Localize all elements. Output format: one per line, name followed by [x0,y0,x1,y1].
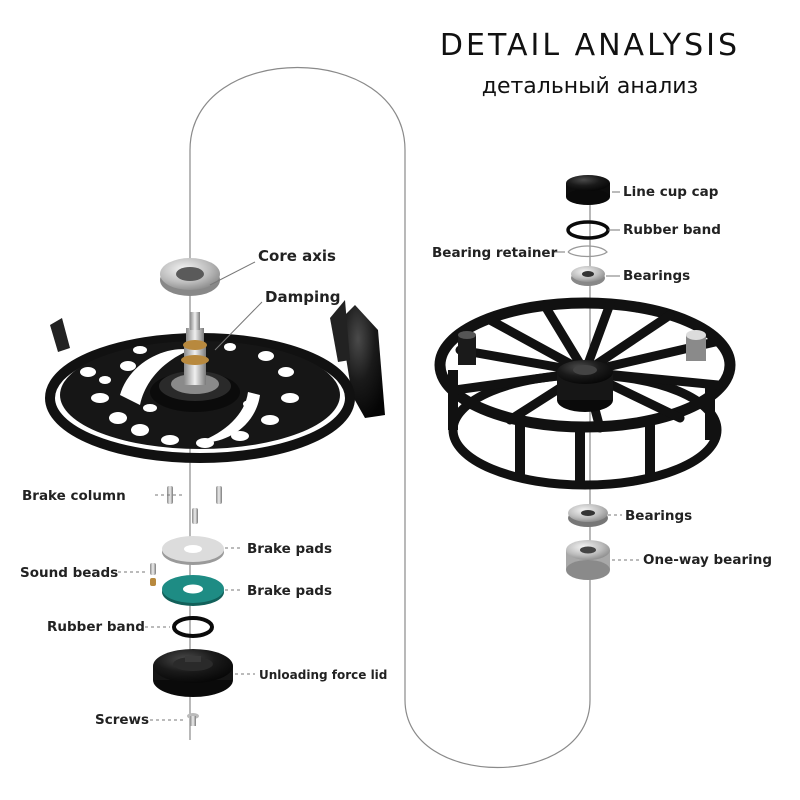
core-shaft [181,312,209,385]
label-brake-column: Brake column [22,488,126,504]
label-bearing-retainer: Bearing retainer [432,245,558,261]
label-brake-pads-1: Brake pads [247,541,333,557]
left-frame [45,300,385,463]
label-damping: Damping [265,288,341,306]
brake-columns [167,486,222,524]
label-brake-pads-2: Brake pads [247,583,333,599]
label-rubber-band-left: Rubber band [47,619,145,635]
rubber-band-right [566,220,610,240]
label-line-cup-cap: Line cup cap [623,184,719,200]
label-sound-beads: Sound beads [20,565,119,581]
core-axis-nut [160,258,220,296]
leader-lines [118,191,640,721]
bearing-retainer [567,245,608,258]
screw [187,713,199,726]
line-cup-cap [566,175,610,205]
bearing-top [571,266,605,286]
brake-pad-teal [162,575,224,606]
label-one-way-bearing: One-way bearing [643,552,773,568]
label-screws: Screws [95,712,150,728]
one-way-bearing [566,540,610,580]
label-unloading-force-lid: Unloading force lid [259,668,388,682]
label-bearings-bottom: Bearings [625,508,693,524]
page-title: DETAIL ANALYSIS [439,28,741,63]
bearing-bottom [568,504,608,527]
label-rubber-band-right: Rubber band [623,222,721,238]
label-bearings-top: Bearings [623,268,691,284]
label-core-axis: Core axis [258,247,336,265]
brake-pad-silver [162,536,224,565]
sound-beads [150,563,156,586]
page-subtitle: детальный анализ [481,74,699,99]
unloading-force-lid [153,649,233,697]
rubber-band-left [172,616,214,638]
spool [434,297,736,490]
fishing-line [189,67,591,769]
